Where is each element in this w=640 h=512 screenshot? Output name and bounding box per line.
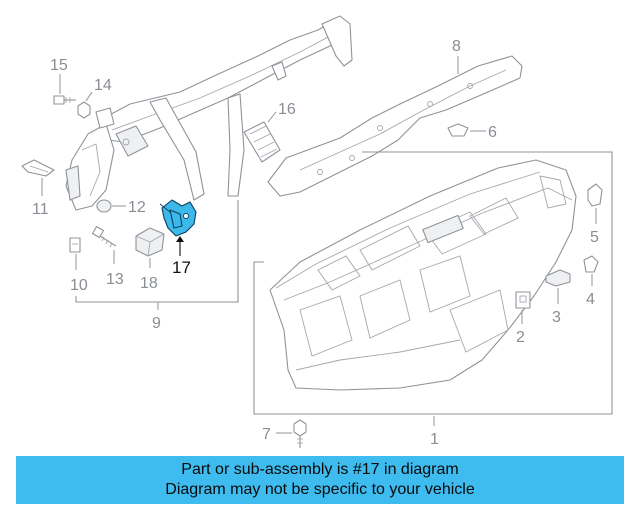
callout-11: 11	[32, 201, 49, 218]
part-11-clip	[21, 159, 55, 177]
callout-9: 9	[152, 315, 161, 332]
part-17-bracket-highlighted[interactable]	[159, 199, 197, 237]
callout-15: 15	[50, 57, 68, 74]
part-15-bolt	[53, 95, 76, 105]
part-4-clip	[583, 255, 599, 273]
banner-line-1: Part or sub-assembly is #17 in diagram	[181, 461, 459, 478]
part-18-module	[135, 227, 165, 257]
callout-6: 6	[488, 124, 497, 141]
info-banner: Part or sub-assembly is #17 in diagram D…	[16, 456, 624, 504]
part-6-clip	[447, 123, 469, 137]
callout-4: 4	[586, 291, 595, 308]
part-13-screw	[91, 225, 117, 248]
callout-8: 8	[452, 38, 461, 55]
callout-18: 18	[140, 275, 158, 292]
part-7-bolt	[293, 419, 307, 448]
callout-7: 7	[262, 426, 271, 443]
parts-diagram: 8 6 16 15 14	[21, 15, 613, 448]
callout-1: 1	[430, 431, 439, 448]
callout-2: 2	[516, 329, 525, 346]
callout-14: 14	[94, 77, 112, 94]
assembly-1-frame	[253, 151, 613, 415]
cross-car-beam	[65, 15, 353, 211]
callout-12: 12	[128, 199, 146, 216]
part-3-trim	[545, 269, 571, 287]
callout-3: 3	[552, 309, 561, 326]
part-8-insulator	[267, 55, 523, 197]
part-5-bracket	[587, 183, 603, 207]
assembly-9-bracket	[75, 200, 239, 303]
callout-10: 10	[70, 277, 88, 294]
part-10-bracket	[69, 237, 81, 253]
callout-17: 17	[172, 258, 191, 277]
part-2-switch	[515, 291, 531, 309]
part-1-instrument-panel	[269, 159, 577, 391]
part-14-nut	[77, 101, 91, 119]
part-12-grommet	[96, 199, 112, 213]
callout-13: 13	[106, 271, 124, 288]
callout-5: 5	[590, 229, 599, 246]
callout-16: 16	[278, 101, 296, 118]
part-16-vent	[243, 121, 281, 163]
callout-17-arrow	[176, 236, 184, 242]
banner-line-2: Diagram may not be specific to your vehi…	[165, 481, 475, 498]
